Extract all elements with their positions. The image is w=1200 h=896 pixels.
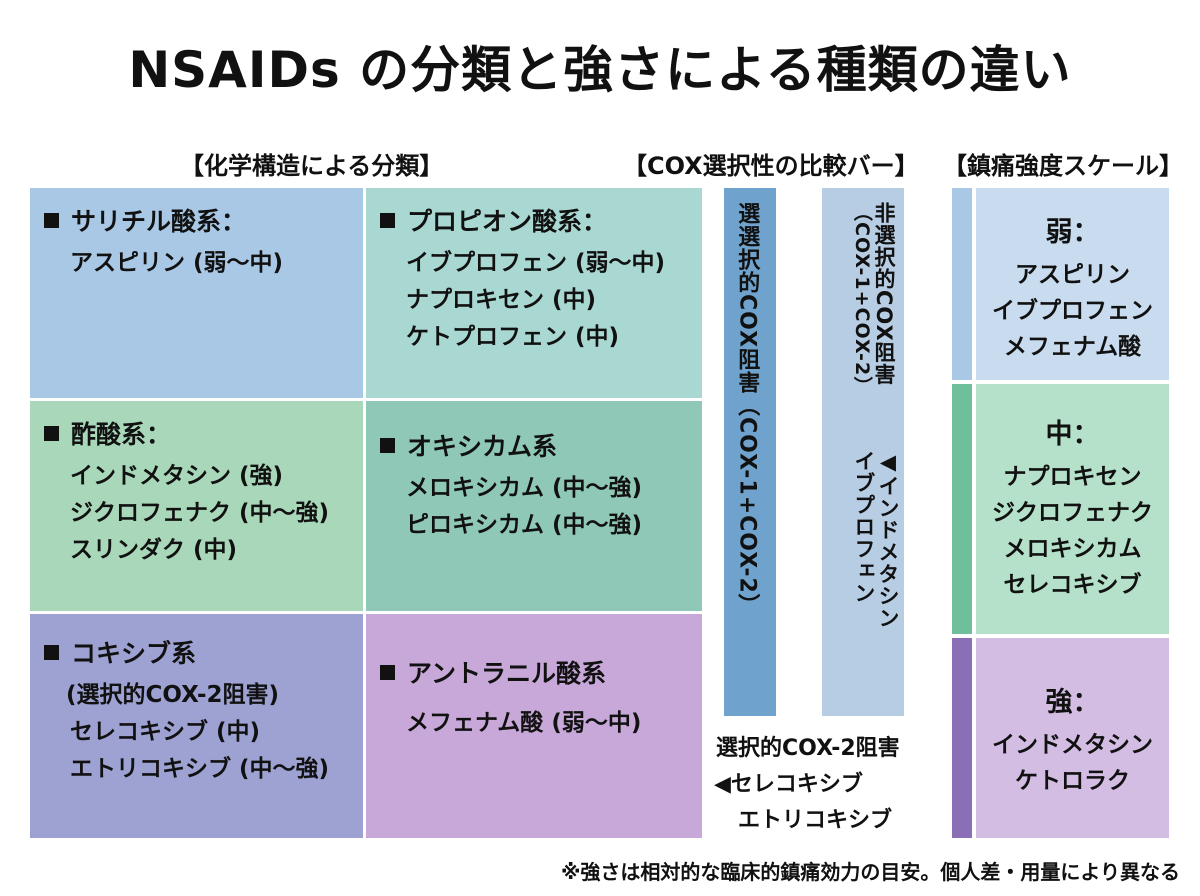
cox-bar-selective-sub: （COX-1+COX-2） <box>734 394 760 617</box>
cox-bar-selective-label: 選選択的COX阻害 <box>734 202 760 395</box>
group-item: インドメタシン (強) <box>70 463 284 489</box>
bullet-square <box>380 212 395 228</box>
section-heading-cox: 【COX選択性の比較バー】 <box>623 152 919 180</box>
arrow-left-icon: ◀ <box>876 450 900 475</box>
group-item: アスピリン (弱〜中) <box>70 250 284 276</box>
pain-level-bar-strong <box>952 638 972 838</box>
group-heading: プロピオン酸系： <box>407 207 608 236</box>
group-propionic: プロピオン酸系： イブプロフェン (弱〜中) ナプロキセン (中) ケトプロフェ… <box>366 188 702 398</box>
group-item: メフェナム酸 (弱〜中) <box>406 710 642 736</box>
group-salicylic: サリチル酸系： アスピリン (弱〜中) <box>30 188 363 398</box>
cox-bar-selective: 選選択的COX阻害（COX-1+COX-2） <box>724 188 776 716</box>
group-item: イブプロフェン (弱〜中) <box>406 250 666 276</box>
group-heading: サリチル酸系： <box>71 207 247 236</box>
bullet-square <box>380 664 395 680</box>
pain-level-label: 弱： <box>1045 217 1100 248</box>
cox-arrow-text: インドメタシン <box>876 475 900 629</box>
pain-drug: メフェナム酸 <box>1003 334 1142 360</box>
pain-drug: セレコキシブ <box>1003 572 1142 598</box>
pain-drug: アスピリン <box>1015 262 1130 288</box>
group-coxib: コキシブ系 (選択的COX-2阻害) セレコキシブ (中) エトリコキシブ (中… <box>30 614 363 838</box>
cox-bar-nonselective: 非選択的COX阻害 （COX-1+COX-2） ◀インドメタシン イブプロフェン <box>822 188 904 716</box>
arrow-left-icon: ◀ <box>714 772 731 797</box>
bullet-square <box>44 644 59 660</box>
pain-level-label: 強： <box>1045 687 1100 718</box>
pain-drug: ナプロキセン <box>1003 464 1142 490</box>
pain-cell-weak: 弱： アスピリン イブプロフェン メフェナム酸 <box>976 188 1169 380</box>
group-item: ナプロキセン (中) <box>406 287 597 313</box>
group-heading: 酢酸系： <box>71 420 172 449</box>
pain-level-bar-weak <box>952 188 972 380</box>
bullet-square <box>44 212 59 228</box>
group-item: ケトプロフェン (中) <box>406 324 620 350</box>
group-item: スリンダク (中) <box>70 537 238 563</box>
cox2-note-line3: エトリコキシブ <box>738 808 893 833</box>
group-heading: アントラニル酸系 <box>407 659 607 688</box>
group-item: エトリコキシブ (中〜強) <box>70 756 330 782</box>
group-anthranilic: アントラニル酸系 メフェナム酸 (弱〜中) <box>366 614 702 838</box>
pain-level-label: 中： <box>1045 419 1100 450</box>
group-oxicam: オキシカム系 メロキシカム (中〜強) ピロキシカム (中〜強) <box>366 401 702 611</box>
group-acetic: 酢酸系： インドメタシン (強) ジクロフェナク (中〜強) スリンダク (中) <box>30 401 363 611</box>
cox2-note-line1: 選択的COX-2阻害 <box>716 736 900 761</box>
section-heading-pain-scale: 【鎮痛強度スケール】 <box>943 152 1183 180</box>
pain-drug: イブプロフェン <box>992 298 1153 324</box>
pain-cell-medium: 中： ナプロキセン ジクロフェナク メロキシカム セレコキシブ <box>976 384 1169 634</box>
pain-drug: メロキシカム <box>1003 536 1142 562</box>
page-title: NSAIDs の分類と強さによる種類の違い <box>128 41 1072 99</box>
group-item: (選択的COX-2阻害) <box>66 682 280 708</box>
group-heading: コキシブ系 <box>71 639 197 668</box>
cox-arrow-text-2: イブプロフェン <box>851 450 876 604</box>
pain-cell-strong: 強： インドメタシン ケトロラク <box>976 638 1169 838</box>
section-heading-chemical: 【化学構造による分類】 <box>180 152 444 180</box>
pain-level-bar-medium <box>952 384 972 634</box>
bullet-square <box>44 425 59 441</box>
cox2-note-line2: ◀セレコキシブ <box>714 766 863 798</box>
group-item: ジクロフェナク (中〜強) <box>70 500 330 526</box>
pain-drug: ケトロラク <box>1015 768 1130 794</box>
cox-bar-nonselective-label: 非選択的COX阻害 <box>872 202 896 386</box>
group-item: メロキシカム (中〜強) <box>406 475 643 501</box>
pain-drug: インドメタシン <box>992 732 1153 758</box>
footnote: ※強さは相対的な臨床的鎮痛効力の目安。個人差・用量により異なる <box>560 860 1180 884</box>
bullet-square <box>380 437 395 453</box>
group-item: セレコキシブ (中) <box>70 719 261 745</box>
cox-bar-nonselective-sub: （COX-1+COX-2） <box>850 202 873 397</box>
group-item: ピロキシカム (中〜強) <box>406 512 643 538</box>
group-heading: オキシカム系 <box>407 432 558 461</box>
pain-drug: ジクロフェナク <box>992 500 1153 526</box>
cox2-note-drug: セレコキシブ <box>730 772 863 797</box>
